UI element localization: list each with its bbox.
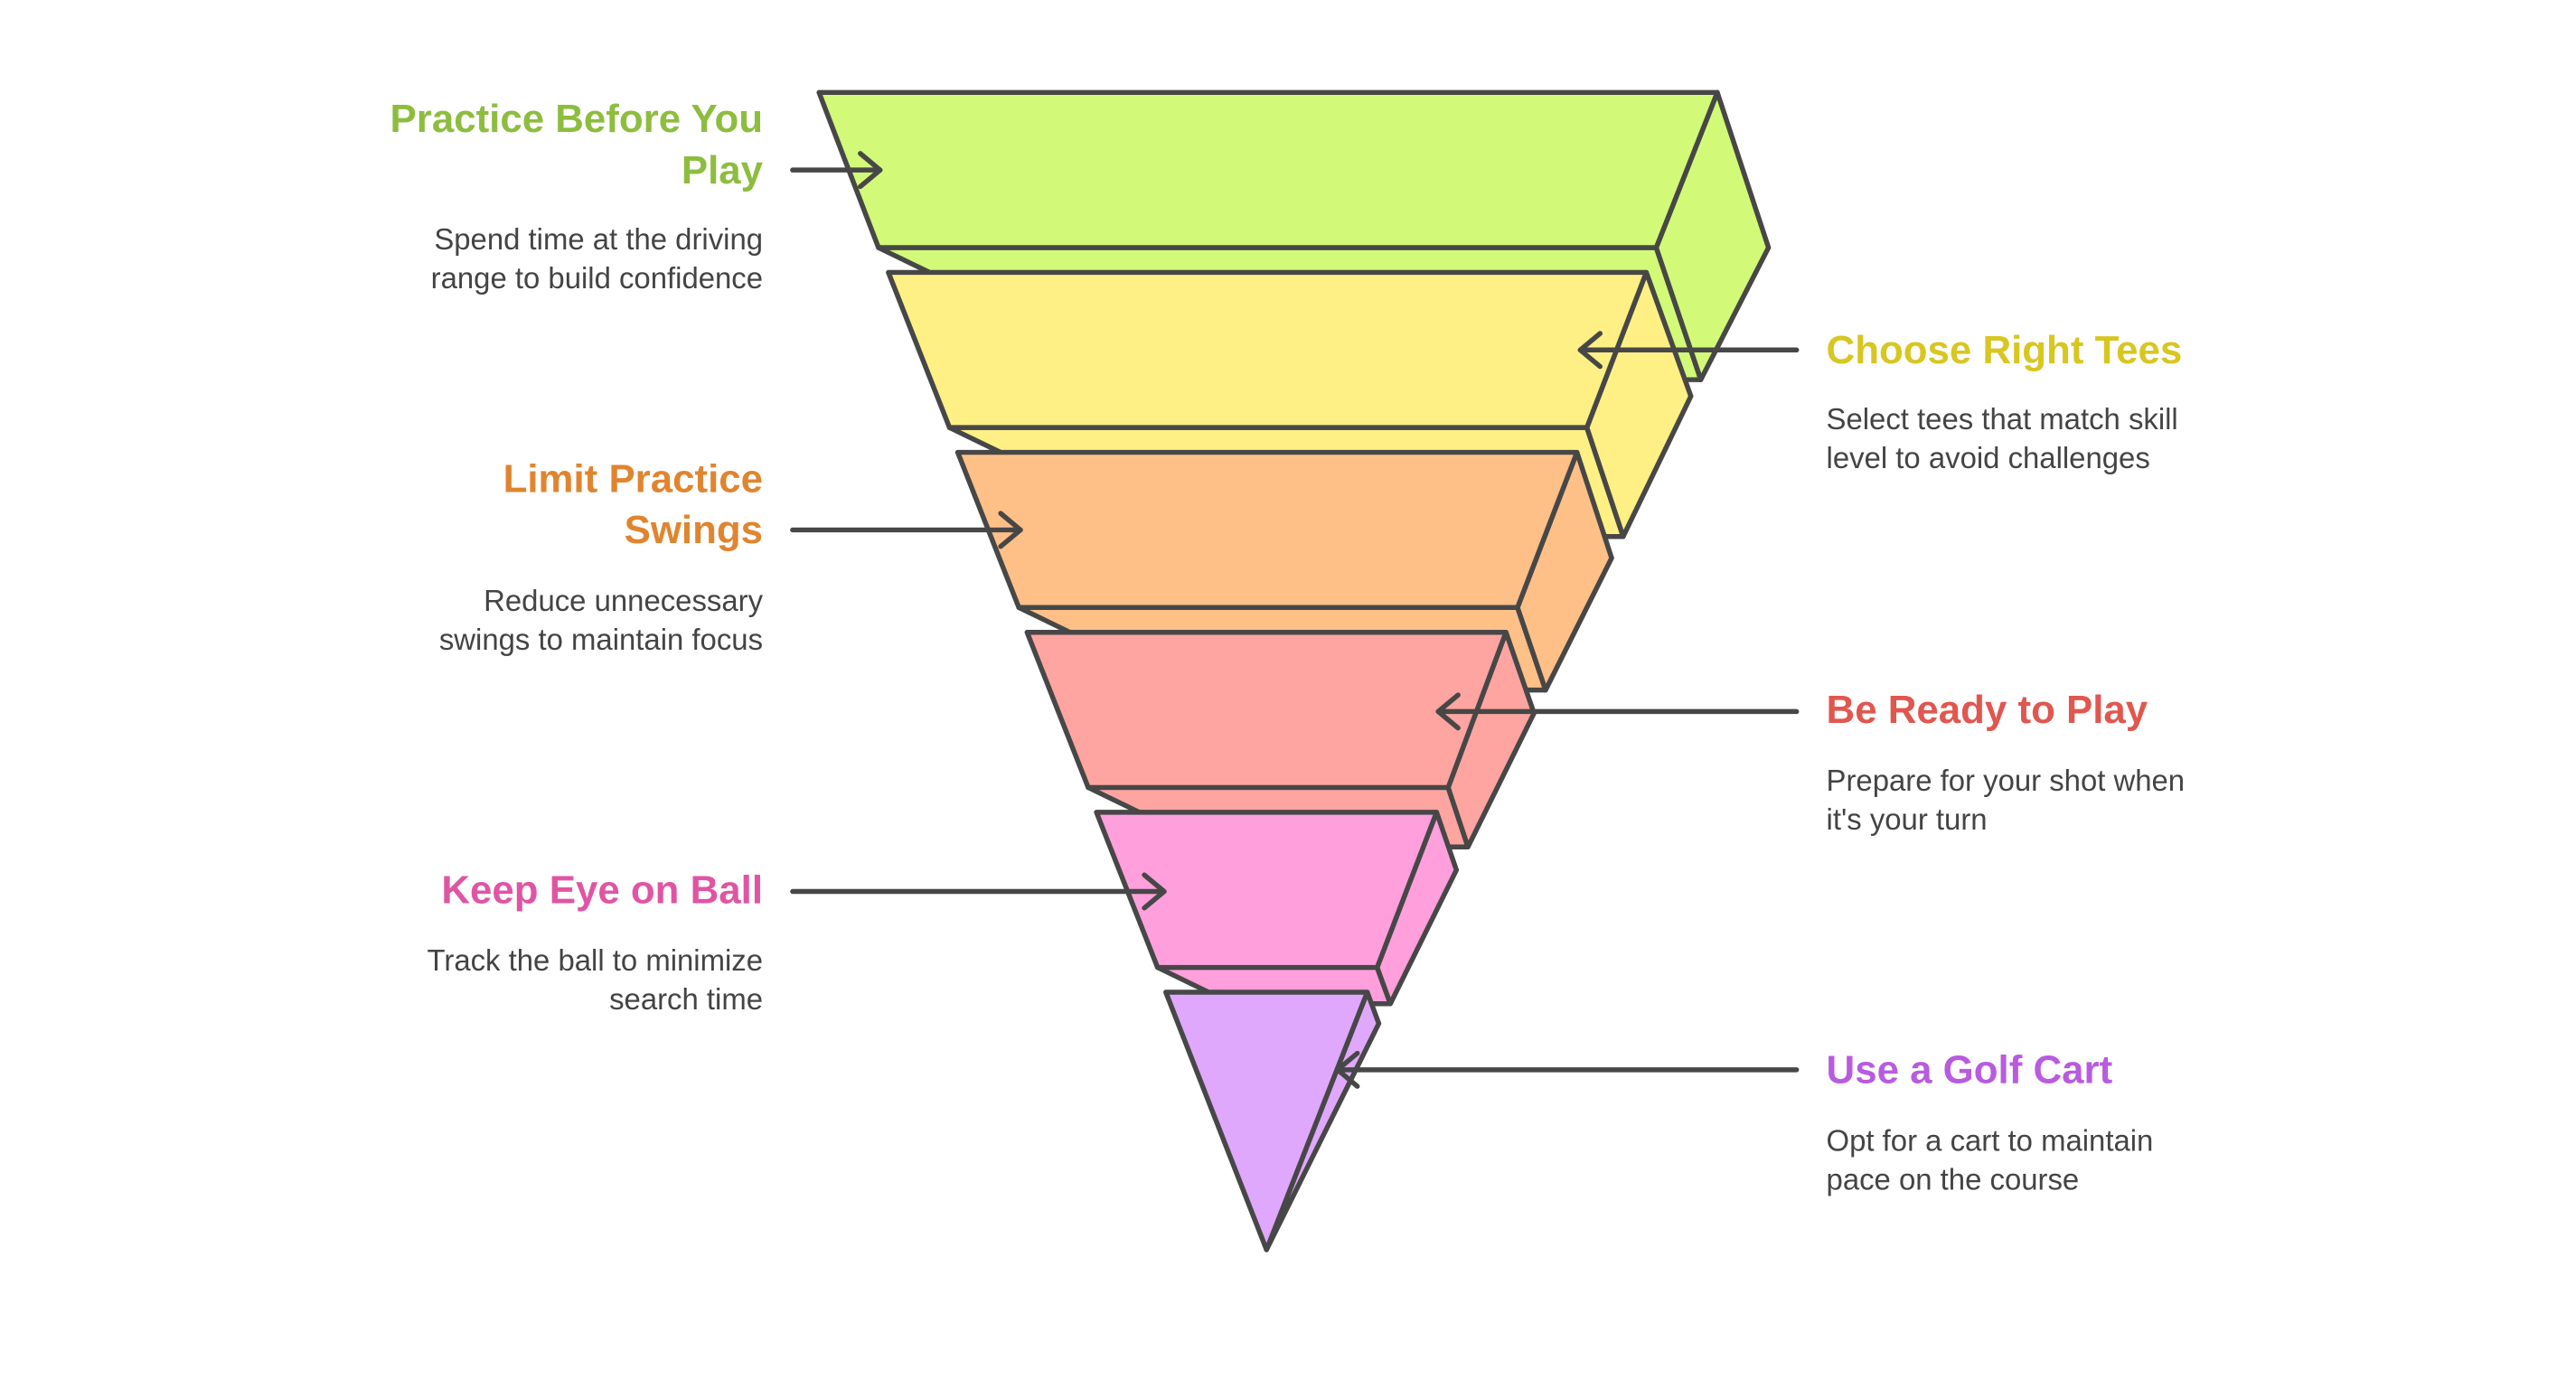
layer-description: search time [609,982,763,1016]
layer-description: Track the ball to minimize [428,943,763,977]
layer-title: Use a Golf Cart [1827,1047,2113,1092]
layer-description: range to build confidence [431,261,763,295]
layer-description: pace on the course [1827,1162,2080,1196]
layer-description: Spend time at the driving [434,222,763,256]
funnel-layer-6 [1163,989,1382,1252]
funnel-layer-5 [1094,810,1460,1007]
arrow-icon [790,511,1023,549]
arrow-icon [790,151,883,190]
layer-description: Select tees that match skill [1827,402,2178,436]
layer-title: Choose Right Tees [1827,328,2183,372]
layer-title: Keep Eye on Ball [441,868,763,912]
layer-description: it's your turn [1827,802,1988,836]
layer-description: Prepare for your shot when [1827,764,2186,797]
layer-front-face [1094,810,1440,971]
layer-description: Opt for a cart to maintain [1827,1123,2154,1157]
layer-front-face [1163,989,1370,1252]
layer-description: Reduce unnecessary [484,584,763,617]
arrow-icon [1335,1050,1800,1089]
layer-title: Be Ready to Play [1827,688,2148,732]
layer-title: Swings [625,508,763,552]
funnel-layer-4 [1024,629,1537,849]
layer-title: Play [682,148,764,192]
layer-front-face [954,449,1580,611]
layer-description: level to avoid challenges [1827,441,2150,474]
layer-front-face [816,89,1720,250]
funnel-layer-2 [886,269,1694,539]
layer-front-face [1024,629,1509,791]
layer-title: Practice Before You [390,97,763,141]
arrow-icon [1435,692,1800,731]
arrow-icon [790,872,1167,911]
funnel-layer-3 [954,449,1614,693]
arrow-icon [1577,331,1800,370]
layer-description: swings to maintain focus [439,623,763,656]
layer-title: Limit Practice [503,456,763,501]
layer-front-face [886,269,1650,430]
